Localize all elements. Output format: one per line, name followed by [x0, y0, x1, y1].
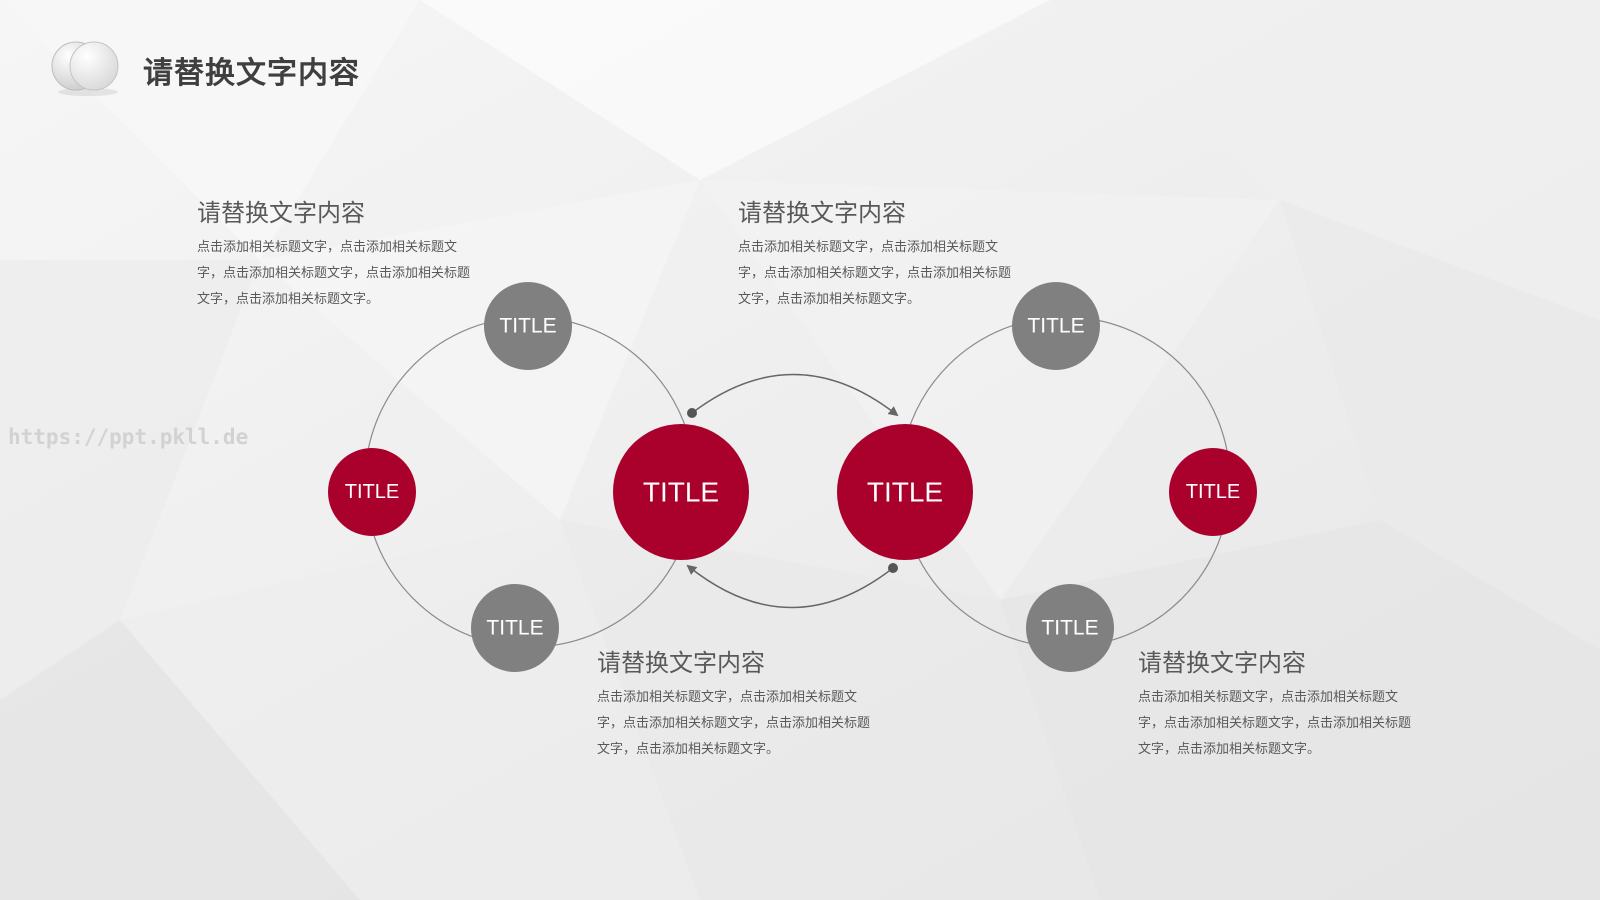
- top-curved-arrow-icon: [691, 373, 899, 417]
- text-block-bottom-middle: 请替换文字内容 点击添加相关标题文字，点击添加相关标题文字，点击添加相关标题文字…: [597, 647, 887, 763]
- right-bottom-node-label: TITLE: [1041, 617, 1098, 640]
- text-block-top-left: 请替换文字内容 点击添加相关标题文字，点击添加相关标题文字，点击添加相关标题文字…: [197, 197, 487, 313]
- text-block-body: 点击添加相关标题文字，点击添加相关标题文字，点击添加相关标题文字，点击添加相关标…: [738, 240, 1012, 307]
- right-top-node: TITLE: [1012, 282, 1100, 370]
- text-block-heading: 请替换文字内容: [738, 199, 906, 227]
- left-top-node-label: TITLE: [499, 315, 556, 338]
- left-side-node-label: TITLE: [345, 481, 399, 503]
- page-title: 请替换文字内容: [143, 56, 360, 91]
- center-right-node-label: TITLE: [867, 477, 943, 508]
- overlapping-circles-logo-icon: [51, 41, 119, 96]
- text-block-bottom-right: 请替换文字内容 点击添加相关标题文字，点击添加相关标题文字，点击添加相关标题文字…: [1138, 647, 1428, 763]
- center-left-node: TITLE: [613, 424, 749, 560]
- left-bottom-node: TITLE: [471, 584, 559, 672]
- right-top-node-label: TITLE: [1027, 315, 1084, 338]
- right-side-node-label: TITLE: [1186, 481, 1240, 503]
- bottom-arrow-tail-dot: [888, 563, 898, 573]
- text-block-body: 点击添加相关标题文字，点击添加相关标题文字，点击添加相关标题文字，点击添加相关标…: [1138, 690, 1412, 757]
- text-block-heading: 请替换文字内容: [197, 199, 365, 227]
- text-block-heading: 请替换文字内容: [597, 649, 765, 677]
- center-right-node: TITLE: [837, 424, 973, 560]
- left-bottom-node-label: TITLE: [486, 617, 543, 640]
- top-arrow-tail-dot: [687, 408, 697, 418]
- text-block-body: 点击添加相关标题文字，点击添加相关标题文字，点击添加相关标题文字，点击添加相关标…: [597, 690, 871, 757]
- text-block-heading: 请替换文字内容: [1138, 649, 1306, 677]
- text-block-body: 点击添加相关标题文字，点击添加相关标题文字，点击添加相关标题文字，点击添加相关标…: [197, 240, 471, 307]
- bottom-curved-arrow-icon: [686, 564, 894, 609]
- right-side-node: TITLE: [1169, 448, 1257, 536]
- right-bottom-node: TITLE: [1026, 584, 1114, 672]
- left-top-node: TITLE: [484, 282, 572, 370]
- watermark-url: https://ppt.pkll.de: [8, 425, 249, 449]
- center-left-node-label: TITLE: [643, 477, 719, 508]
- text-block-top-middle: 请替换文字内容 点击添加相关标题文字，点击添加相关标题文字，点击添加相关标题文字…: [738, 197, 1028, 313]
- left-side-node: TITLE: [328, 448, 416, 536]
